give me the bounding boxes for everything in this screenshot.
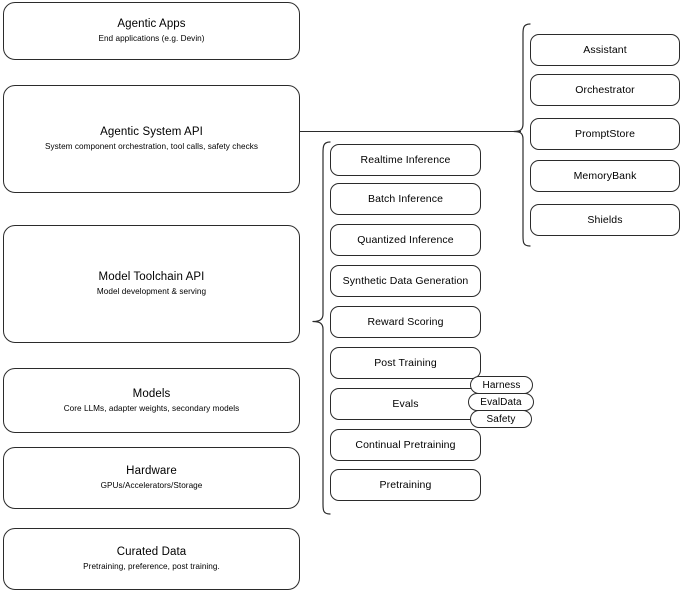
- node-label: Assistant: [583, 44, 627, 56]
- node-label: Evals: [392, 398, 419, 410]
- node-shields[interactable]: Shields: [530, 204, 680, 236]
- node-realtime-inference[interactable]: Realtime Inference: [330, 144, 481, 176]
- node-label: Pretraining: [379, 479, 432, 491]
- node-synthetic-data-generation[interactable]: Synthetic Data Generation: [330, 265, 481, 297]
- layer-title: Agentic Apps: [117, 18, 186, 30]
- node-reward-scoring[interactable]: Reward Scoring: [330, 306, 481, 338]
- layer-title: Hardware: [126, 465, 177, 477]
- layer-title: Curated Data: [116, 546, 187, 558]
- node-promptstore[interactable]: PromptStore: [530, 118, 680, 150]
- layer-subtitle: Core LLMs, adapter weights, secondary mo…: [63, 403, 240, 413]
- layer-title: Model Toolchain API: [98, 271, 205, 283]
- node-continual-pretraining[interactable]: Continual Pretraining: [330, 429, 481, 461]
- layer-title: Models: [132, 387, 171, 400]
- layer-box-curated-data[interactable]: Curated Data Pretraining, preference, po…: [3, 528, 300, 590]
- layer-box-agentic-apps[interactable]: Agentic Apps End applications (e.g. Devi…: [3, 2, 300, 60]
- node-label: MemoryBank: [573, 170, 637, 182]
- node-assistant[interactable]: Assistant: [530, 34, 680, 66]
- pill-label: Safety: [486, 413, 516, 425]
- pill-evaldata[interactable]: EvalData: [468, 393, 534, 411]
- node-label: Post Training: [374, 357, 437, 369]
- node-label: PromptStore: [574, 128, 636, 140]
- node-label: Quantized Inference: [357, 234, 454, 246]
- layer-box-hardware[interactable]: Hardware GPUs/Accelerators/Storage: [3, 447, 300, 509]
- pill-label: EvalData: [480, 396, 522, 408]
- node-label: Continual Pretraining: [355, 439, 456, 451]
- pill-harness[interactable]: Harness: [470, 376, 533, 394]
- node-orchestrator[interactable]: Orchestrator: [530, 74, 680, 106]
- brace-agentic-system-components: [513, 23, 531, 247]
- node-label: Realtime Inference: [360, 154, 451, 166]
- node-post-training[interactable]: Post Training: [330, 347, 481, 379]
- node-batch-inference[interactable]: Batch Inference: [330, 183, 481, 215]
- node-label: Synthetic Data Generation: [342, 275, 469, 287]
- layer-subtitle: GPUs/Accelerators/Storage: [100, 481, 203, 490]
- node-label: Reward Scoring: [367, 316, 444, 328]
- node-memorybank[interactable]: MemoryBank: [530, 160, 680, 192]
- layer-box-models[interactable]: Models Core LLMs, adapter weights, secon…: [3, 368, 300, 433]
- layer-box-agentic-system-api[interactable]: Agentic System API System component orch…: [3, 85, 300, 193]
- layer-subtitle: Pretraining, preference, post training.: [83, 562, 220, 571]
- node-evals[interactable]: Evals: [330, 388, 481, 420]
- node-quantized-inference[interactable]: Quantized Inference: [330, 224, 481, 256]
- layer-subtitle: End applications (e.g. Devin): [98, 34, 205, 43]
- brace-model-toolchain-components: [312, 141, 331, 515]
- layer-subtitle: Model development & serving: [96, 287, 207, 296]
- connector-agentic-system-api-to-components: [300, 130, 521, 132]
- layer-box-model-toolchain-api[interactable]: Model Toolchain API Model development & …: [3, 225, 300, 343]
- layer-title: Agentic System API: [100, 126, 203, 138]
- node-label: Batch Inference: [367, 193, 444, 205]
- node-label: Orchestrator: [575, 84, 635, 96]
- node-pretraining[interactable]: Pretraining: [330, 469, 481, 501]
- layer-subtitle: System component orchestration, tool cal…: [44, 142, 259, 151]
- node-label: Shields: [587, 214, 623, 226]
- pill-label: Harness: [482, 379, 521, 391]
- pill-safety[interactable]: Safety: [470, 410, 532, 428]
